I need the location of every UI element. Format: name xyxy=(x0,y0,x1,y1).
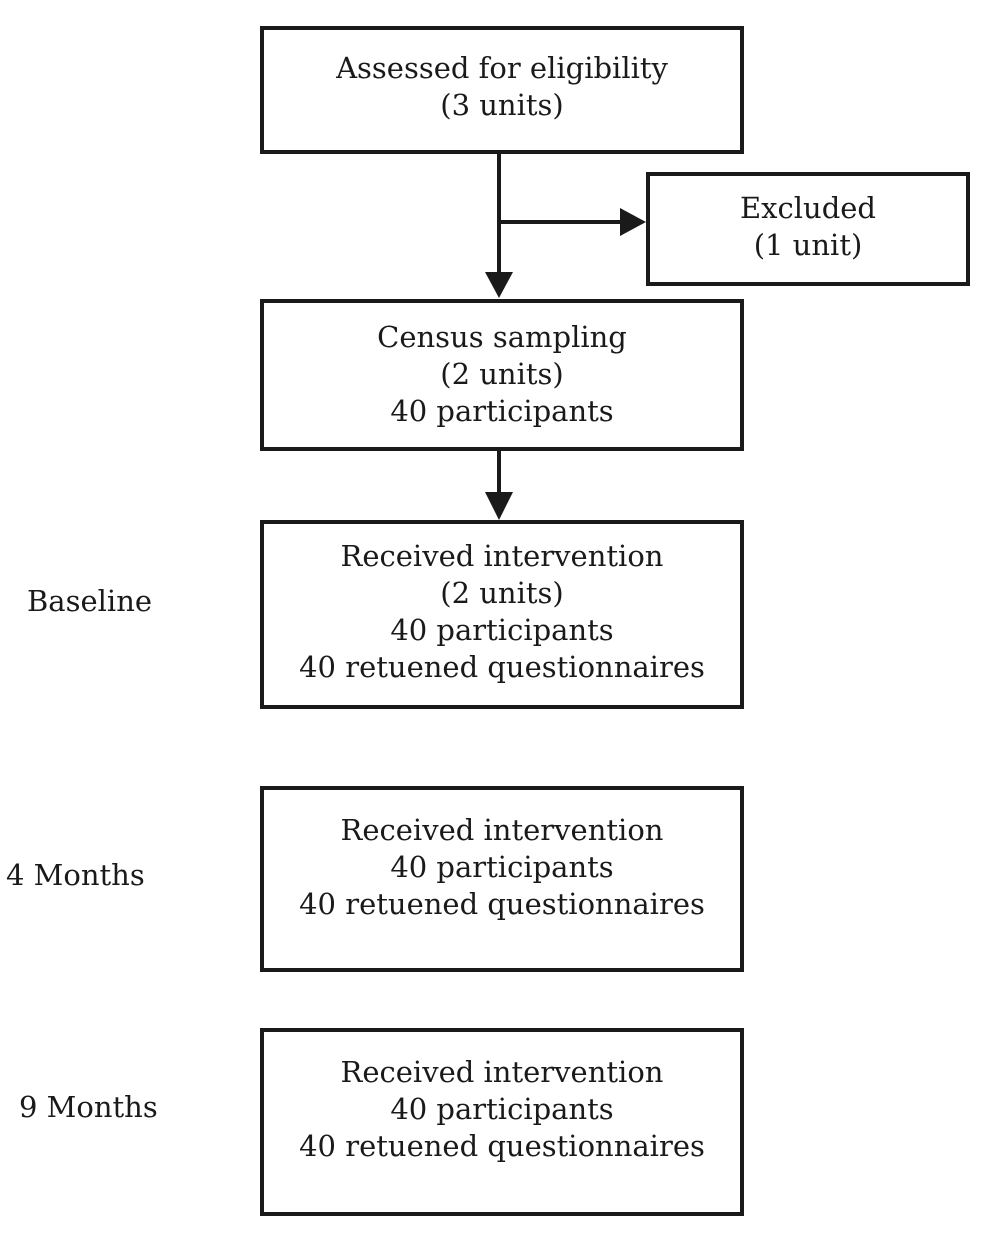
timepoint-baseline-label: Baseline xyxy=(27,584,153,618)
baseline-participants: 40 participants xyxy=(390,613,614,647)
baseline-units: (2 units) xyxy=(440,576,564,610)
excluded-title: Excluded xyxy=(739,191,876,225)
baseline-intervention-box: Received intervention (2 units) 40 parti… xyxy=(260,520,744,709)
timepoint-9-months-label: 9 Months xyxy=(19,1090,158,1124)
month9-intervention-box: Received intervention 40 participants 40… xyxy=(260,1028,744,1216)
month4-intervention-box: Received intervention 40 participants 40… xyxy=(260,786,744,972)
excluded-units: (1 unit) xyxy=(753,228,863,262)
arrowhead-down-icon xyxy=(485,272,513,298)
month4-questionnaires: 40 retuened questionnaires xyxy=(299,887,705,921)
excluded-box: Excluded (1 unit) xyxy=(646,172,970,286)
arrowhead-down-icon xyxy=(485,492,513,520)
month9-intervention-title: Received intervention xyxy=(340,1055,664,1089)
eligibility-units: (3 units) xyxy=(440,88,564,122)
census-sampling-box: Census sampling (2 units) 40 participant… xyxy=(260,299,744,451)
baseline-intervention-title: Received intervention xyxy=(340,539,664,573)
arrowhead-right-icon xyxy=(620,208,646,236)
census-title: Census sampling xyxy=(377,320,627,354)
baseline-questionnaires: 40 retuened questionnaires xyxy=(299,650,705,684)
timepoint-4-months-label: 4 Months xyxy=(6,858,145,892)
month9-questionnaires: 40 retuened questionnaires xyxy=(299,1129,705,1163)
eligibility-title: Assessed for eligibility xyxy=(336,51,668,85)
census-units: (2 units) xyxy=(440,357,564,391)
month4-intervention-title: Received intervention xyxy=(340,813,664,847)
month9-participants: 40 participants xyxy=(390,1092,614,1126)
census-participants: 40 participants xyxy=(390,394,614,428)
month4-participants: 40 participants xyxy=(390,850,614,884)
eligibility-box: Assessed for eligibility (3 units) xyxy=(260,26,744,154)
